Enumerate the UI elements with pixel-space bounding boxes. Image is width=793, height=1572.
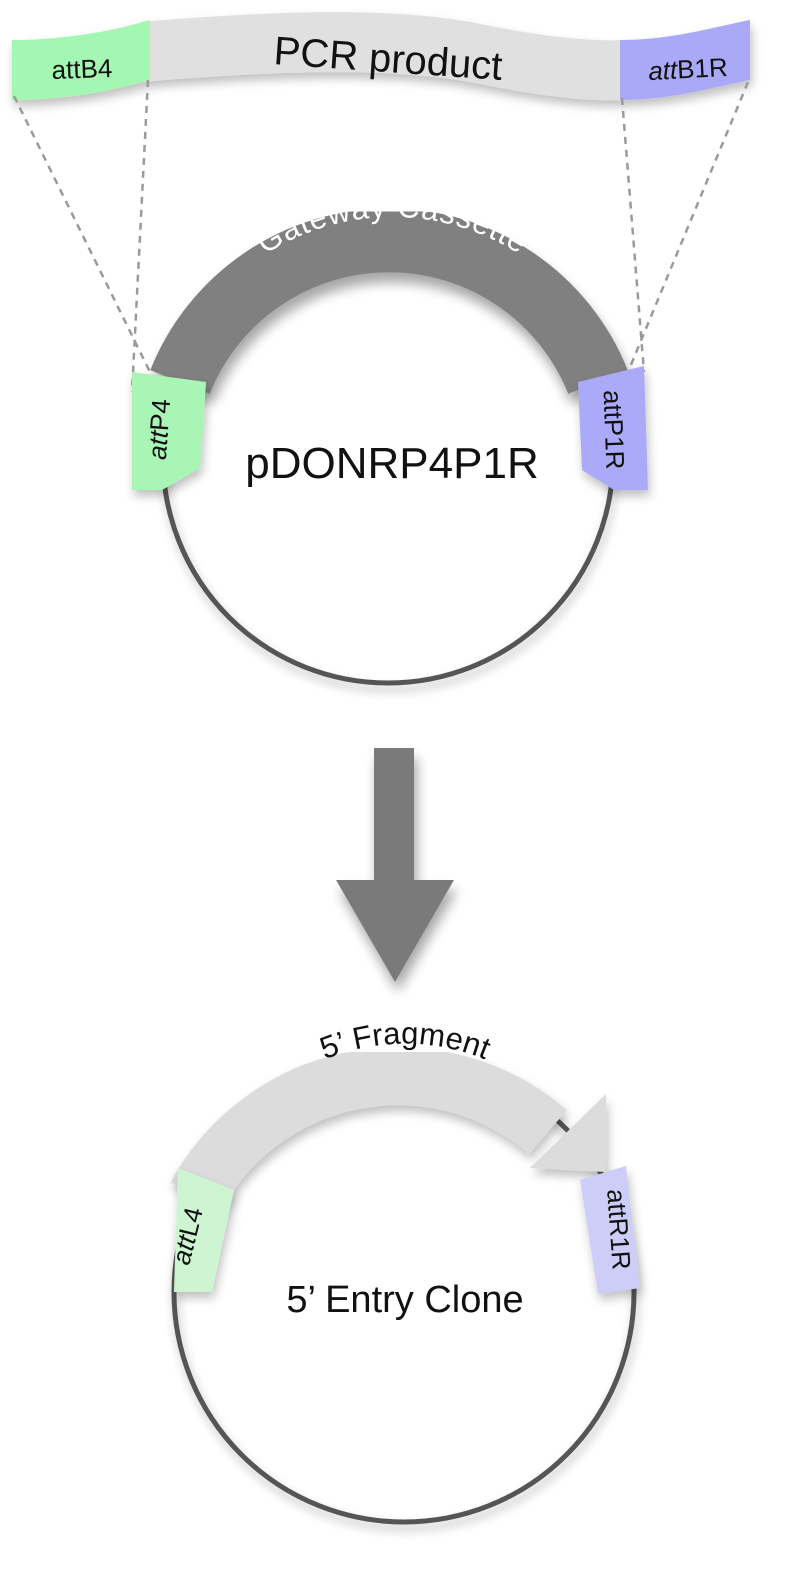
- attR1R-label: attR1R: [601, 1188, 637, 1271]
- entry-clone-name: 5’ Entry Clone: [286, 1279, 523, 1321]
- attB4-label: attB4: [51, 53, 113, 85]
- attR1R-suffix: R1R: [603, 1217, 637, 1271]
- arrow-head: [336, 880, 454, 982]
- recombination-guides: [12, 79, 750, 393]
- pcr-product-body: [140, 12, 628, 101]
- attB4-segment: [12, 20, 150, 100]
- attP1R-suffix: P1R: [599, 418, 631, 470]
- attP4-suffix: P4: [144, 398, 176, 432]
- guide-line: [626, 81, 750, 373]
- guide-line: [130, 79, 150, 393]
- entry-clone-plasmid: [170, 1047, 640, 1525]
- attB1R-prefix: att: [647, 54, 679, 86]
- attB4-suffix: B4: [80, 53, 113, 84]
- attP4-prefix: att: [142, 428, 174, 461]
- attL4-segment: [174, 1168, 234, 1292]
- pcr-product: [12, 12, 750, 101]
- attP1R-label: attP1R: [598, 389, 631, 469]
- attP1R-prefix: att: [598, 389, 629, 420]
- attR1R-prefix: att: [601, 1188, 633, 1220]
- attP4-label: attP4: [142, 398, 176, 461]
- attR1R-segment: [580, 1166, 640, 1294]
- attL4-label: attL4: [166, 1204, 209, 1267]
- down-arrow-icon: [336, 748, 454, 982]
- attL4-suffix: L4: [173, 1204, 209, 1239]
- gateway-cassette: [150, 208, 628, 395]
- guide-line: [620, 97, 646, 373]
- attB4-prefix: att: [51, 54, 82, 85]
- attB1R-suffix: B1R: [676, 52, 728, 85]
- donor-plasmid: [132, 208, 648, 686]
- attP1R-segment: [578, 366, 648, 490]
- five-prime-fragment-arrowhead: [530, 1094, 606, 1172]
- five-prime-fragment: [170, 1047, 567, 1211]
- arrow-shaft: [374, 748, 414, 880]
- donor-vector-name: pDONRP4P1R: [245, 439, 538, 488]
- guide-line: [12, 95, 152, 373]
- attB1R-segment: [620, 20, 750, 100]
- attB1R-label: attB1R: [647, 52, 728, 86]
- attP4-segment: [132, 372, 206, 490]
